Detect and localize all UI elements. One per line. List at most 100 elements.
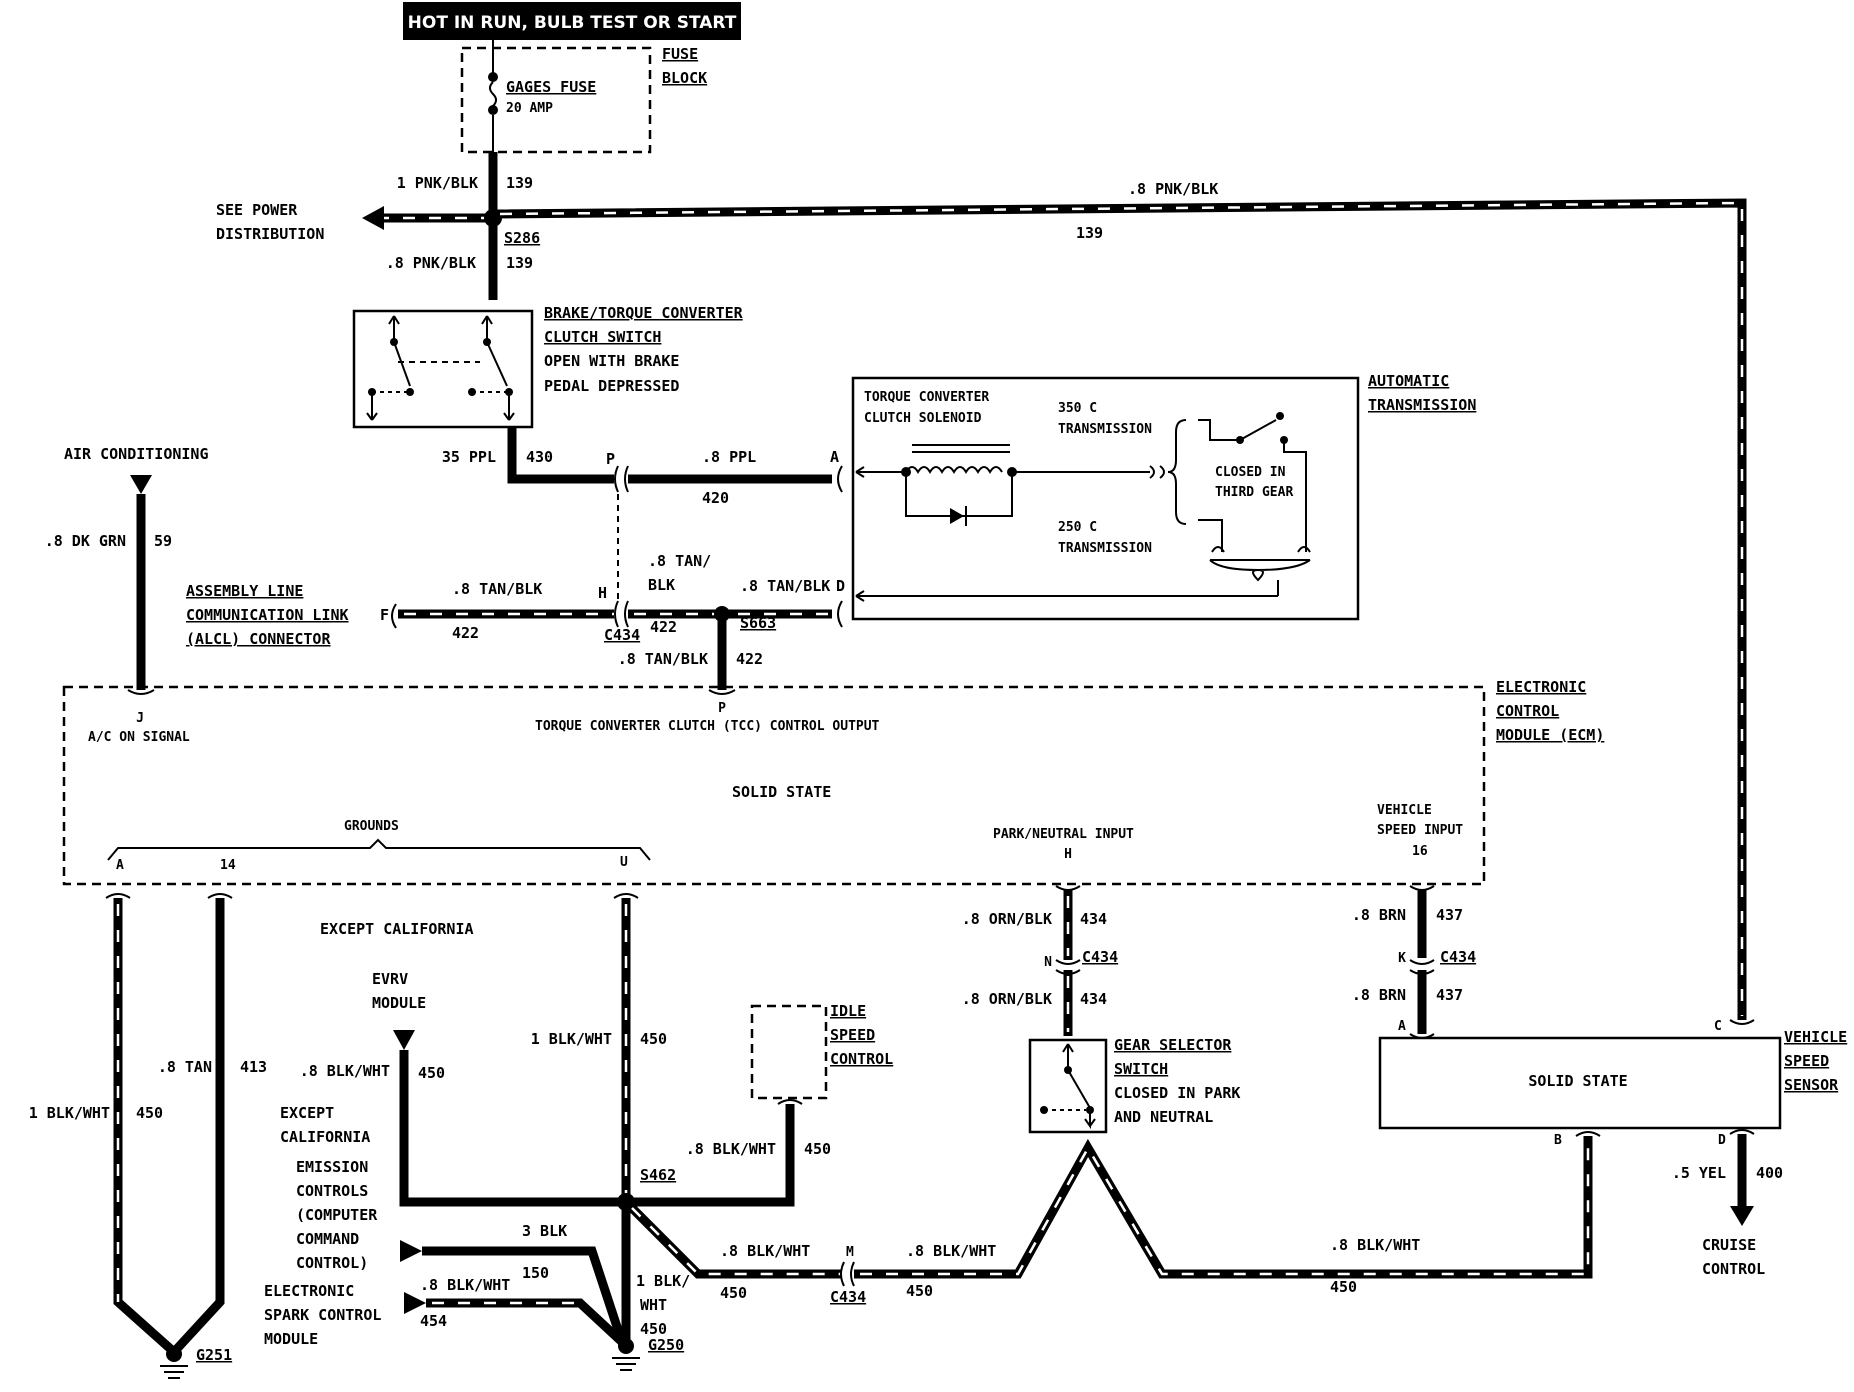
pin-h-alcl: H bbox=[598, 584, 607, 602]
wire-422-left-num: 422 bbox=[452, 624, 479, 642]
emission-arrow-icon bbox=[400, 1240, 422, 1262]
vsi-line-1: VEHICLE bbox=[1377, 803, 1432, 818]
wire-450-evrv-gauge: .8 BLK/WHT bbox=[300, 1062, 390, 1080]
ecm-solid-state: SOLID STATE bbox=[732, 783, 831, 801]
wire-413-gauge: .8 TAN bbox=[158, 1058, 212, 1076]
third-gear-line-2: THIRD GEAR bbox=[1215, 485, 1293, 500]
vss-solid-state: SOLID STATE bbox=[1528, 1072, 1627, 1090]
esc-line-1: ELECTRONIC bbox=[264, 1282, 354, 1300]
wire-3blk-gauge: 3 BLK bbox=[522, 1222, 567, 1240]
pin-14-ecm: 14 bbox=[220, 858, 236, 873]
wire-400-gauge: .5 YEL bbox=[1672, 1164, 1726, 1182]
vss-label-1: VEHICLE bbox=[1784, 1028, 1847, 1046]
wire-434-lower-gauge: .8 ORN/BLK bbox=[962, 990, 1052, 1008]
connector-c434-alcl-icon bbox=[614, 600, 629, 628]
wire-422-down-gauge: .8 TAN/BLK bbox=[618, 650, 708, 668]
emission-line-3: (COMPUTER bbox=[296, 1206, 378, 1224]
pin-c-vss: C bbox=[1714, 1019, 1722, 1034]
brake-switch-line-2: CLUTCH SWITCH bbox=[544, 328, 661, 346]
fuse-block: GAGES FUSE 20 AMP FUSE BLOCK bbox=[460, 40, 707, 154]
ground-g250-label: G250 bbox=[648, 1336, 684, 1354]
automatic-transmission: TORQUE CONVERTER CLUTCH SOLENOID 350 C T… bbox=[851, 372, 1476, 621]
wire-422-mid-gauge-1: .8 TAN/ bbox=[648, 552, 711, 570]
alcl-line-1: ASSEMBLY LINE bbox=[186, 582, 303, 600]
wire-454 bbox=[426, 1298, 626, 1346]
wire-437-lower-gauge: .8 BRN bbox=[1352, 986, 1406, 1004]
wire-437-upper-gauge: .8 BRN bbox=[1352, 906, 1406, 924]
cruise-arrow-icon bbox=[1730, 1206, 1754, 1226]
ground-g250-icon bbox=[612, 1357, 640, 1371]
pin-k-c434: K bbox=[1398, 951, 1406, 966]
third-gear-line-1: CLOSED IN bbox=[1215, 465, 1286, 480]
wire-139-upper-num: 139 bbox=[506, 174, 533, 192]
pin-m-c434: M bbox=[846, 1245, 854, 1260]
wire-420-gauge: .8 PPL bbox=[702, 448, 756, 466]
gages-fuse-label: GAGES FUSE bbox=[506, 78, 596, 96]
wire-450-g250-num: 450 bbox=[640, 1320, 667, 1338]
ground-g251-label: G251 bbox=[196, 1346, 232, 1364]
t350-line-2: TRANSMISSION bbox=[1058, 422, 1152, 437]
esc-arrow-icon bbox=[404, 1292, 426, 1314]
pin-p-ecm: P bbox=[718, 701, 726, 716]
wire-450-g250-gauge-1: 1 BLK/ bbox=[636, 1272, 690, 1290]
vss-label-2: SPEED bbox=[1784, 1052, 1829, 1070]
connector-c434-m-icon bbox=[840, 1261, 855, 1287]
wire-450-idle-gauge: .8 BLK/WHT bbox=[686, 1140, 776, 1158]
ac-on-signal-label: A/C ON SIGNAL bbox=[88, 730, 190, 745]
pin-16-ecm: 16 bbox=[1412, 844, 1428, 859]
ecm-module: J A/C ON SIGNAL P TORQUE CONVERTER CLUTC… bbox=[62, 678, 1604, 886]
cruise-line-1: CRUISE bbox=[1702, 1236, 1756, 1254]
wire-450-m-left-num: 450 bbox=[720, 1284, 747, 1302]
tcc-solenoid-line-2: CLUTCH SOLENOID bbox=[864, 411, 982, 426]
except-cal-left-2: CALIFORNIA bbox=[280, 1128, 370, 1146]
wire-450-m-left-gauge: .8 BLK/WHT bbox=[720, 1242, 810, 1260]
wire-454-num: 454 bbox=[420, 1312, 447, 1330]
wire-450-left-num: 450 bbox=[136, 1104, 163, 1122]
gear-sel-line-2: SWITCH bbox=[1114, 1060, 1168, 1078]
ac-arrow-icon bbox=[130, 475, 152, 494]
alcl-line-2: COMMUNICATION LINK bbox=[186, 606, 349, 624]
solenoid-coil-icon bbox=[905, 466, 1003, 474]
wire-422-mid-gauge-2: BLK bbox=[648, 576, 675, 594]
pin-p-top: P bbox=[606, 450, 615, 468]
pin-f-alcl: F bbox=[380, 606, 389, 624]
ground-g251-dot bbox=[166, 1346, 182, 1362]
wire-434-lower-num: 434 bbox=[1080, 990, 1107, 1008]
brake-tcc-switch: BRAKE/TORQUE CONVERTER CLUTCH SWITCH OPE… bbox=[352, 304, 744, 429]
wire-430-gauge: 35 PPL bbox=[442, 448, 496, 466]
idle-line-3: CONTROL bbox=[830, 1050, 893, 1068]
emission-line-1: EMISSION bbox=[296, 1158, 368, 1176]
ecm-label-3: MODULE (ECM) bbox=[1496, 726, 1604, 744]
tcc-solenoid-line-1: TORQUE CONVERTER bbox=[864, 390, 989, 405]
pin-a-top: A bbox=[830, 448, 839, 466]
wire-450-m-left bbox=[622, 1198, 842, 1279]
wire-454-gauge: .8 BLK/WHT bbox=[420, 1276, 510, 1294]
wire-413-num: 413 bbox=[240, 1058, 267, 1076]
park-neutral-label: PARK/NEUTRAL INPUT bbox=[993, 827, 1134, 842]
wire-450-evrv-num: 450 bbox=[418, 1064, 445, 1082]
wire-430 bbox=[507, 427, 614, 484]
emission-line-2: CONTROLS bbox=[296, 1182, 368, 1200]
wire-450-m-right-num: 450 bbox=[906, 1282, 933, 1300]
fuse-rating: 20 AMP bbox=[506, 101, 553, 116]
wire-59-gauge: .8 DK GRN bbox=[45, 532, 126, 550]
vsi-line-2: SPEED INPUT bbox=[1377, 823, 1463, 838]
c434-m-label: C434 bbox=[830, 1288, 866, 1306]
splice-s286-label: S286 bbox=[504, 229, 540, 247]
wire-139-right-gauge: .8 PNK/BLK bbox=[1128, 180, 1218, 198]
wire-450-left-gauge: 1 BLK/WHT bbox=[29, 1104, 110, 1122]
ground-g250-dot bbox=[618, 1338, 634, 1354]
pin-d-trans: D bbox=[836, 577, 845, 595]
wire-450-evrv bbox=[399, 1050, 626, 1207]
wire-139-right-num: 139 bbox=[1076, 224, 1103, 242]
evrv-line-1: EVRV bbox=[372, 970, 408, 988]
gear-selector-switch bbox=[1028, 1038, 1108, 1134]
except-cal-left-1: EXCEPT bbox=[280, 1104, 334, 1122]
t350-line-1: 350 C bbox=[1058, 401, 1097, 416]
brake-switch-line-1: BRAKE/TORQUE CONVERTER bbox=[544, 304, 744, 322]
ground-g251-icon bbox=[160, 1365, 188, 1379]
pin-b-vss: B bbox=[1554, 1133, 1562, 1148]
grounds-label: GROUNDS bbox=[344, 819, 399, 834]
pin-u-ecm: U bbox=[620, 855, 628, 870]
fuse-block-label-2: BLOCK bbox=[662, 69, 707, 87]
